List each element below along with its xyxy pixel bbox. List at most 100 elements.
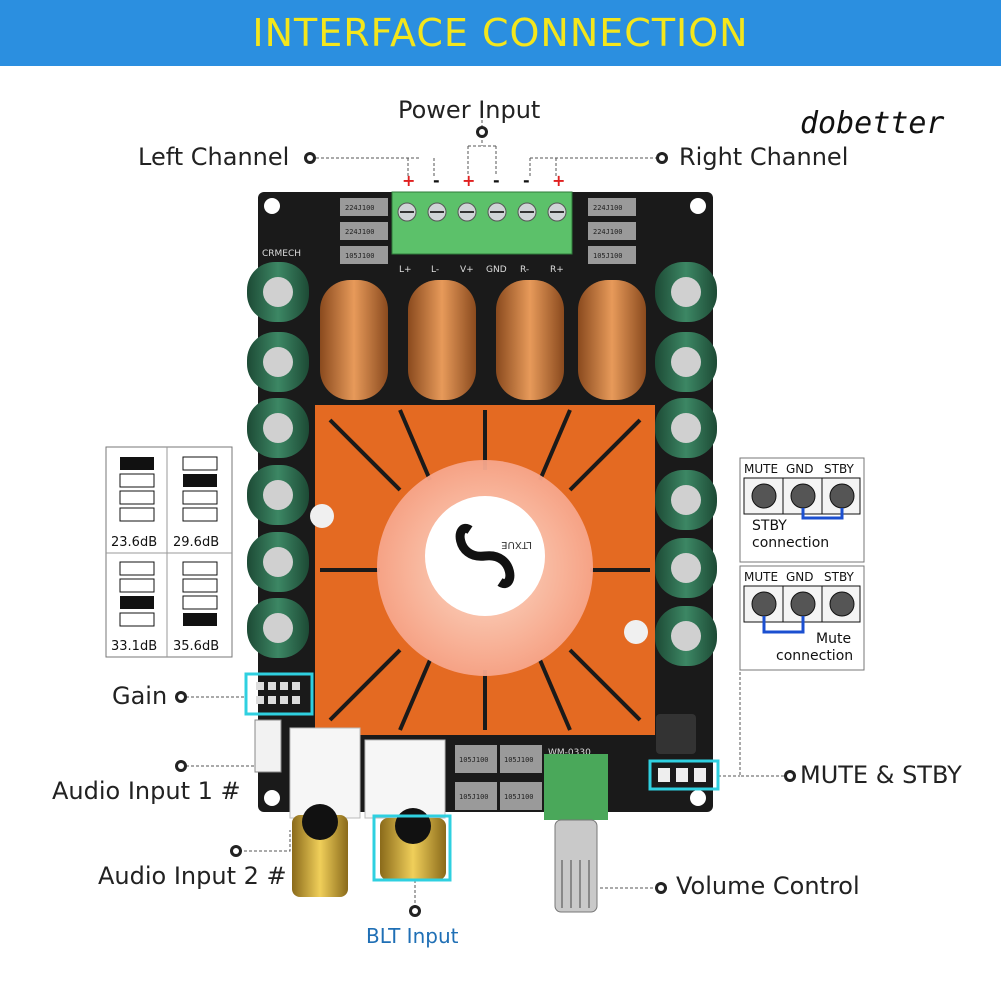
rca-housing — [289, 727, 361, 819]
mute-connection-panel: MUTE GND STBY Mute connection — [739, 565, 865, 671]
terminal-screw — [427, 202, 447, 222]
volume-pot-body — [544, 754, 608, 820]
pin-label-stby: STBY — [824, 462, 855, 476]
terminal-screw — [487, 202, 507, 222]
polarity-mark: - — [433, 171, 440, 190]
volume-control-label: Volume Control — [676, 872, 860, 900]
blt-input-highlight — [372, 814, 452, 882]
terminal-label: GND — [486, 265, 507, 275]
gain-dot — [175, 691, 187, 703]
cap-label: 224J100 — [345, 204, 375, 212]
gain-label-29-6db: 29.6dB — [173, 535, 219, 550]
terminal-label: L+ — [399, 265, 412, 275]
power-input-label: Power Input — [398, 96, 541, 124]
cap-label: 105J100 — [459, 793, 489, 801]
gain-label-35-6db: 35.6dB — [173, 639, 219, 654]
mute-caption-line2: connection — [776, 648, 853, 664]
cap-label: 105J100 — [504, 793, 534, 801]
watermark: dobetter — [800, 106, 945, 141]
pcb-brand-label: CRMECH — [262, 249, 301, 259]
polarity-mark: - — [493, 171, 500, 190]
volume-control-dot — [655, 882, 667, 894]
pin-label-mute: MUTE — [744, 462, 778, 476]
terminal-label: L- — [431, 265, 439, 275]
mute-stby-label: MUTE & STBY — [800, 761, 962, 789]
power-input-dot — [476, 126, 488, 138]
stby-caption-line1: STBY — [752, 518, 787, 534]
film-caps-left: 224J100 224J100 105J100 — [340, 198, 388, 264]
jumper-23-6db — [119, 457, 155, 522]
leader-lines-top — [316, 120, 660, 176]
cap-label: 105J100 — [593, 252, 623, 260]
pin-label-gnd: GND — [786, 462, 814, 476]
polarity-mark: - — [523, 171, 530, 190]
rca-jack-audio-input-2 — [292, 815, 348, 897]
pin-label-mute: MUTE — [744, 570, 778, 584]
gain-jumper-pins — [256, 682, 300, 704]
audio-input-2-label: Audio Input 2 # — [98, 862, 287, 890]
fan-brand-label: LTXUE — [501, 539, 532, 550]
capacitors-left — [247, 262, 309, 658]
audio-input-1-dot — [175, 760, 187, 772]
mute-stby-dot — [784, 770, 796, 782]
terminal-block — [391, 191, 573, 255]
left-channel-label: Left Channel — [138, 143, 290, 171]
mute-stby-highlight — [648, 759, 720, 791]
stby-jumper-link — [801, 508, 844, 520]
pin-label-stby: STBY — [824, 570, 855, 584]
volume-knob-icon — [554, 819, 598, 913]
rca-housing — [364, 739, 446, 819]
gain-label-23-6db: 23.6dB — [111, 535, 157, 550]
standoff — [310, 504, 334, 528]
cooling-fan: LTXUE — [377, 460, 593, 676]
polarity-mark: + — [462, 171, 475, 190]
pin-label-gnd: GND — [786, 570, 814, 584]
gain-label-33-1db: 33.1dB — [111, 639, 157, 654]
small-inductor — [656, 714, 696, 754]
capacitors-right — [655, 262, 717, 666]
polarity-mark: + — [402, 171, 415, 190]
stby-connection-panel: MUTE GND STBY STBY connection — [739, 457, 865, 563]
audio-input-2-dot — [230, 845, 242, 857]
header-banner — [0, 0, 1001, 66]
audio-input-1-label: Audio Input 1 # — [52, 777, 241, 805]
terminal-screw — [397, 202, 417, 222]
mute-caption-line1: Mute — [816, 631, 851, 647]
audio-input-1-connector — [254, 719, 282, 773]
blt-input-dot — [409, 905, 421, 917]
pcb-model-label: WM-0330 — [548, 748, 591, 758]
inductor-coils — [320, 280, 646, 400]
polarity-mark: + — [552, 171, 565, 190]
terminal-label: R- — [520, 265, 529, 275]
cap-label: 224J100 — [345, 228, 375, 236]
jumper-35-6db — [182, 561, 218, 626]
cap-label: 105J100 — [345, 252, 375, 260]
film-caps-right: 224J100 224J100 105J100 — [588, 198, 636, 264]
terminal-screw — [517, 202, 537, 222]
cap-label: 224J100 — [593, 204, 623, 212]
terminal-label: V+ — [460, 265, 474, 275]
cap-label: 105J100 — [504, 756, 534, 764]
mute-stby-pins — [658, 768, 706, 782]
terminal-screw — [547, 202, 567, 222]
film-caps-bottom: 105J100 105J100 105J100 105J100 — [455, 745, 542, 810]
cap-label: 224J100 — [593, 228, 623, 236]
terminal-label: R+ — [550, 265, 564, 275]
gain-label: Gain — [112, 682, 168, 710]
standoff — [624, 620, 648, 644]
mute-jumper-link — [762, 616, 805, 634]
left-channel-dot — [304, 152, 316, 164]
gain-settings-panel: 23.6dB 29.6dB 33.1dB 35.6dB — [105, 446, 233, 658]
page-title: INTERFACE CONNECTION — [252, 11, 749, 55]
right-channel-dot — [656, 152, 668, 164]
blt-input-label: BLT Input — [366, 924, 459, 948]
jumper-33-1db — [119, 561, 155, 627]
highlight-boxes — [244, 672, 720, 882]
jumper-29-6db — [182, 456, 218, 522]
gain-jumper-highlight — [244, 672, 314, 716]
cap-label: 105J100 — [459, 756, 489, 764]
right-channel-label: Right Channel — [679, 143, 849, 171]
stby-caption-line2: connection — [752, 535, 829, 551]
terminal-screw — [457, 202, 477, 222]
